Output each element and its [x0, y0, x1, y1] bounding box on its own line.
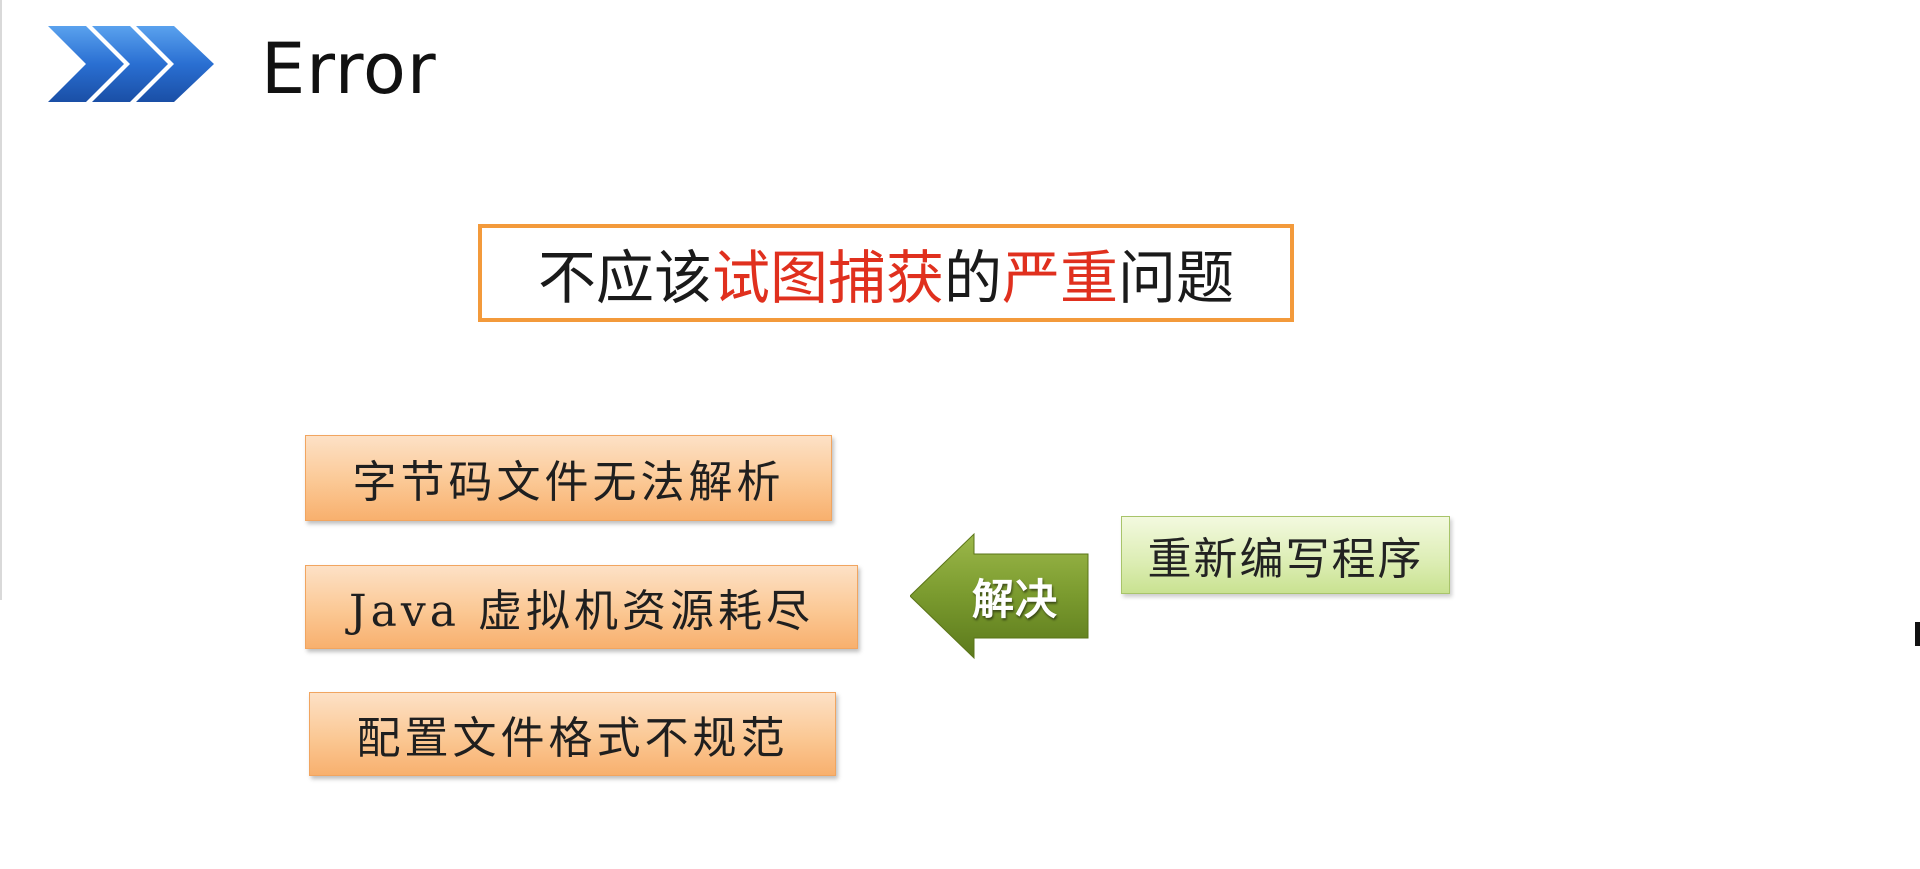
headline-highlight-1: 试图捕获 [711, 244, 944, 312]
headline-text-3: 问题 [1118, 244, 1235, 312]
cause-box-config-format: 配置文件格式不规范 [309, 692, 836, 776]
headline-box: 不应该试图捕获的严重问题 [478, 224, 1294, 322]
solution-box: 重新编写程序 [1121, 516, 1450, 594]
headline-text-1: 不应该 [537, 244, 712, 312]
slide-left-border [0, 0, 2, 600]
triple-chevron-right-icon [48, 26, 214, 102]
cause-box-bytecode: 字节码文件无法解析 [305, 435, 832, 521]
cause-box-jvm-resources: Java 虚拟机资源耗尽 [305, 565, 858, 649]
headline-highlight-2: 严重 [1002, 244, 1119, 312]
arrow-label: 解决 [972, 575, 1059, 624]
headline-text-2: 的 [943, 244, 1002, 312]
edge-mark [1915, 622, 1920, 646]
slide-title: Error [261, 28, 437, 110]
left-arrow-icon [910, 532, 1089, 660]
